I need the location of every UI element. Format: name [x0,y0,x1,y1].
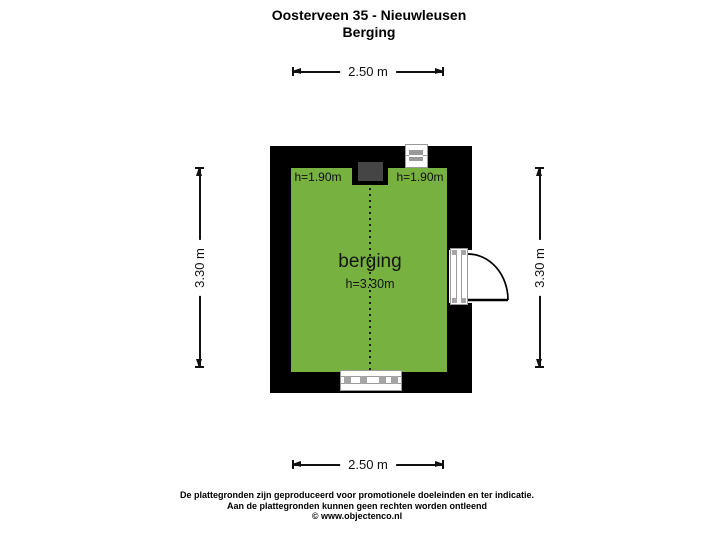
door-frame-block [452,298,457,303]
ridge-dotted-line [369,188,371,370]
room-ceiling-height: h=3.30m [345,277,395,291]
window-mullion [360,376,367,384]
dimension-label: 3.30 m [191,239,209,296]
door-frame-block [452,250,457,255]
door-frame-line [456,255,457,298]
page-subtitle: Berging [342,24,396,40]
arrowhead-down-icon [536,359,542,368]
footer-copyright: © www.objectenco.nl [311,511,403,521]
page-title: Oosterveen 35 - Nieuwleusen [271,7,467,23]
height-label-left: h=1.90m [294,170,342,184]
arrowhead-left-icon [292,68,301,74]
arrowhead-down-icon [196,359,202,368]
arrowhead-left-icon [292,461,301,467]
window-mullion [344,376,351,384]
window-frame-line [341,383,401,384]
dimension-left: 3.30 m [191,167,209,368]
arrowhead-up-icon [196,167,202,176]
footer-disclaimer: De plattegronden zijn geproduceerd voor … [180,490,534,522]
window-symbol-bottom [340,370,402,391]
arrowhead-right-icon [435,68,444,74]
window-frame-line [341,376,401,377]
arrowhead-up-icon [536,167,542,176]
footer-line-2: Aan de plattegronden kunnen geen rechten… [226,500,488,511]
dimension-top: 2.50 m [292,63,444,81]
door-frame-block [461,298,466,303]
door-swing-icon [467,253,509,302]
window-mullion [379,376,386,384]
window-symbol-top [405,144,428,168]
arrowhead-right-icon [435,461,444,467]
door-frame-line [461,255,462,298]
door-frame-block [461,250,466,255]
chimney-flue [358,162,383,181]
dimension-label: 2.50 m [340,63,396,81]
dimension-label: 2.50 m [340,456,396,474]
window-glass-divider [409,155,423,157]
room-name: berging [338,251,402,272]
height-label-right: h=1.90m [396,170,444,184]
door-frame [450,248,468,305]
footer-line-1: De plattegronden zijn geproduceerd voor … [179,490,535,500]
dimension-right: 3.30 m [531,167,549,368]
dimension-label: 3.30 m [531,239,549,296]
dimension-bottom: 2.50 m [292,456,444,474]
window-mullion [391,376,398,384]
